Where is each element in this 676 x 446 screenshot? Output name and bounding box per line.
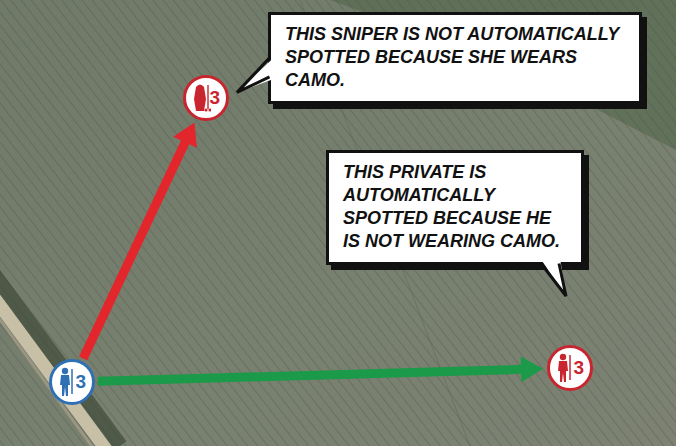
unit-token: 3 [547,345,593,391]
speech-bubble: THIS SNIPER IS NOT AUTOMATICALLY SPOTTED… [268,12,642,104]
speech-bubble: THIS PRIVATE IS AUTOMATICALLY SPOTTED BE… [326,150,584,265]
sniper-icon [191,83,211,113]
arrow-shaft [98,369,523,381]
dirt-road [0,292,108,446]
soldier-icon [555,353,575,383]
soldier-icon [57,367,77,397]
unit-token: 3 [183,75,229,121]
bubble-tail [271,15,272,16]
hedge-line [0,270,120,446]
callout-text: THIS PRIVATE IS AUTOMATICALLY SPOTTED BE… [343,161,569,253]
sight-arrow [98,356,543,382]
unit-number: 3 [209,88,220,108]
unit-token: 3 [49,359,95,405]
bubble-tail [329,153,330,154]
sight-arrow [83,122,197,358]
arrow-head [173,122,197,147]
arrow-head [521,356,543,382]
unit-number: 3 [573,358,584,378]
road-edge [0,306,96,446]
arrow-shaft [83,141,186,359]
callout-text: THIS SNIPER IS NOT AUTOMATICALLY SPOTTED… [285,23,627,92]
unit-number: 3 [75,372,86,392]
